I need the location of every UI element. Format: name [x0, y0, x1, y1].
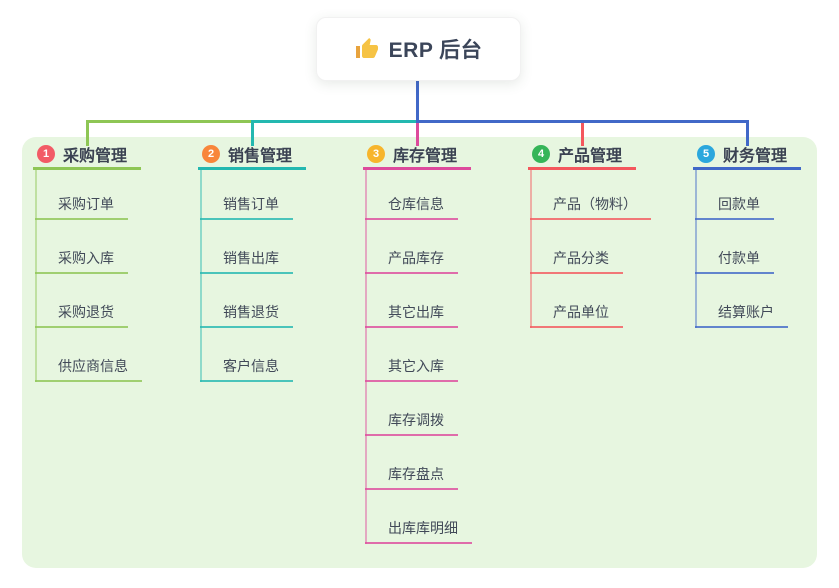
child-node-label: 仓库信息: [388, 196, 444, 212]
branch-node[interactable]: 1 采购管理: [33, 145, 141, 170]
branch-node-label: 库存管理: [393, 148, 458, 165]
branch-product-management: 4 产品管理 产品（物料） 产品分类产品单位: [528, 145, 651, 328]
connector-rail-blue: [416, 120, 749, 123]
child-node-label: 付款单: [718, 250, 760, 266]
child-node-label: 其它出库: [388, 304, 444, 320]
mindmap-child-node[interactable]: 采购入库: [35, 220, 128, 274]
branch-children-list: 产品（物料） 产品分类产品单位: [530, 170, 651, 328]
branch-node[interactable]: 3 库存管理: [363, 145, 471, 170]
child-node-label: 结算账户: [718, 304, 774, 320]
connector-rail-green: [86, 120, 254, 123]
child-node-label: 库存盘点: [388, 466, 444, 482]
mindmap-child-node[interactable]: 产品（物料）: [530, 170, 651, 220]
branch-number-badge: 5: [697, 145, 715, 163]
mindmap-child-node[interactable]: 客户信息: [200, 328, 293, 382]
branch-node[interactable]: 4 产品管理: [528, 145, 636, 170]
branch-finance-management: 5 财务管理 回款单付款单结算账户: [693, 145, 801, 328]
child-node-label: 出库库明细: [388, 520, 458, 536]
mindmap-child-node[interactable]: 库存盘点: [365, 436, 458, 490]
mindmap-child-node[interactable]: 其它出库: [365, 274, 458, 328]
root-node-label: ERP 后台: [388, 39, 483, 62]
mindmap-child-node[interactable]: 销售订单: [200, 170, 293, 220]
child-node-label: 销售订单: [223, 196, 279, 212]
branch-number-badge: 1: [37, 145, 55, 163]
child-node-label: 客户信息: [223, 358, 279, 374]
mindmap-child-node[interactable]: 回款单: [695, 170, 774, 220]
connector-drop-branch-4: [581, 120, 584, 146]
connector-root-stem: [416, 80, 419, 122]
mindmap-child-node[interactable]: 产品库存: [365, 220, 458, 274]
branch-node[interactable]: 2 销售管理: [198, 145, 306, 170]
child-node-label: 采购退货: [58, 304, 114, 320]
branch-number-badge: 3: [367, 145, 385, 163]
mindmap-child-node[interactable]: 供应商信息: [35, 328, 142, 382]
branch-children-list: 仓库信息产品库存其它出库其它入库库存调拨库存盘点出库库明细: [365, 170, 472, 544]
connector-drop-branch-5: [746, 120, 749, 146]
branch-node[interactable]: 5 财务管理: [693, 145, 801, 170]
mindmap-child-node[interactable]: 采购订单: [35, 170, 128, 220]
mindmap-child-node[interactable]: 销售退货: [200, 274, 293, 328]
mindmap-child-node[interactable]: 采购退货: [35, 274, 128, 328]
branch-node-label: 销售管理: [228, 148, 293, 165]
branch-node-label: 财务管理: [723, 148, 788, 165]
child-node-label: 产品库存: [388, 250, 444, 266]
mindmap-child-node[interactable]: 出库库明细: [365, 490, 472, 544]
mindmap-child-node[interactable]: 仓库信息: [365, 170, 458, 220]
mindmap-child-node[interactable]: 结算账户: [695, 274, 788, 328]
root-node[interactable]: ERP 后台: [316, 17, 521, 81]
child-node-label: 产品单位: [553, 304, 609, 320]
child-node-label: 回款单: [718, 196, 760, 212]
child-node-label: 库存调拨: [388, 412, 444, 428]
mindmap-child-node[interactable]: 其它入库: [365, 328, 458, 382]
branch-number-badge: 4: [532, 145, 550, 163]
child-node-label: 其它入库: [388, 358, 444, 374]
mindmap-child-node[interactable]: 产品分类: [530, 220, 623, 274]
mindmap-child-node[interactable]: 产品单位: [530, 274, 623, 328]
child-node-label: 产品分类: [553, 250, 609, 266]
branch-children-list: 采购订单采购入库采购退货供应商信息: [35, 170, 142, 382]
branch-inventory-management: 3 库存管理 仓库信息产品库存其它出库其它入库库存调拨库存盘点出库库明细: [363, 145, 472, 544]
connector-drop-branch-3: [416, 120, 419, 146]
branch-children-list: 销售订单销售出库销售退货客户信息: [200, 170, 306, 382]
child-node-label: 供应商信息: [58, 358, 128, 374]
child-node-label: 销售退货: [223, 304, 279, 320]
branch-sales-management: 2 销售管理 销售订单销售出库销售退货客户信息: [198, 145, 306, 382]
child-node-label: 产品（物料）: [553, 196, 637, 212]
mindmap-child-node[interactable]: 付款单: [695, 220, 774, 274]
branch-purchase-management: 1 采购管理 采购订单采购入库采购退货供应商信息: [33, 145, 142, 382]
branch-number-badge: 2: [202, 145, 220, 163]
branch-node-label: 采购管理: [63, 148, 128, 165]
branch-children-list: 回款单付款单结算账户: [695, 170, 801, 328]
mindmap-child-node[interactable]: 库存调拨: [365, 382, 458, 436]
connector-rail-teal: [251, 120, 419, 123]
child-node-label: 采购订单: [58, 196, 114, 212]
child-node-label: 采购入库: [58, 250, 114, 266]
mindmap-child-node[interactable]: 销售出库: [200, 220, 293, 274]
branch-node-label: 产品管理: [558, 148, 623, 165]
thumbs-up-icon: [355, 38, 378, 58]
connector-drop-branch-1: [86, 120, 89, 146]
mindmap-background-panel: [22, 137, 817, 568]
connector-drop-branch-2: [251, 120, 254, 146]
child-node-label: 销售出库: [223, 250, 279, 266]
